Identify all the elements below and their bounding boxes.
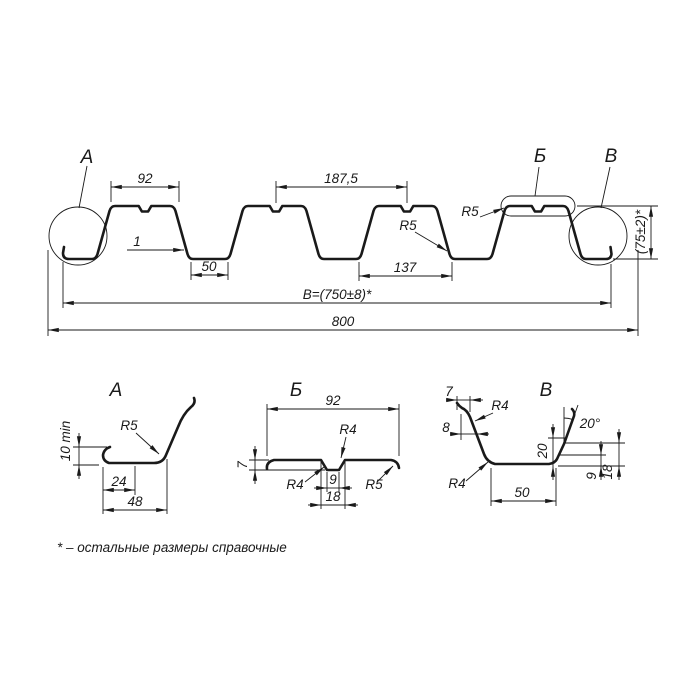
radius-label: R4	[286, 477, 303, 492]
detail-a-callout-circle	[48, 206, 108, 266]
dimension-text: 92	[325, 393, 341, 408]
dimension-92: 92	[266, 393, 400, 456]
radius-label: R5	[120, 418, 138, 433]
dimension-48: 48	[102, 459, 168, 514]
dimension-depth: 7	[235, 446, 325, 484]
dimension-24: 24	[102, 466, 136, 514]
leader-line	[414, 231, 448, 252]
detail-title: В	[540, 380, 553, 401]
dimension-pitch: 187,5	[275, 171, 408, 203]
radius-label: R4	[448, 476, 465, 491]
dimension-cover-width: B=(750±8)*	[62, 262, 612, 308]
radius-label: R5	[461, 204, 479, 219]
leader-line	[479, 207, 505, 218]
dimension-text: 187,5	[324, 171, 358, 186]
dimension-height: (75±2)*	[577, 205, 658, 260]
detail-view-a: А 10 min R5 24 48	[58, 380, 196, 514]
detail-a-outline	[101, 396, 196, 465]
footnote: * – остальные размеры справочные	[57, 540, 287, 555]
dimension-20: 20	[535, 424, 566, 480]
dimension-text: 20°	[579, 416, 601, 431]
dimension-7: 7	[445, 384, 483, 412]
leader-line	[340, 436, 347, 459]
dimension-text: 8	[442, 420, 450, 435]
angle-arc	[563, 417, 573, 420]
dimension-137: 137	[358, 260, 453, 281]
dimension-text: 50	[514, 485, 530, 500]
leader-line	[465, 461, 489, 482]
dimension-text: 137	[394, 260, 417, 275]
dimension-50: 50	[190, 259, 229, 280]
dimension-text: 48	[127, 494, 143, 509]
dimension-text: 7	[445, 384, 453, 399]
leader-line	[135, 432, 160, 455]
detail-v-callout-circle	[568, 206, 628, 266]
detail-view-v: В 7 R4 8 R4 20°	[442, 380, 625, 506]
dimension-8: 8	[442, 414, 489, 440]
dimension-text: 18	[325, 489, 341, 504]
dimension-groove-top: 18	[308, 462, 358, 509]
callout-label-v: В	[605, 146, 618, 167]
detail-b-callout-frame	[500, 195, 576, 217]
leader-line	[600, 166, 611, 209]
detail-v-outline	[455, 401, 576, 466]
dimension-92: 92	[110, 171, 180, 202]
dimension-thickness: 1	[127, 234, 185, 253]
dimension-overall: 800	[47, 250, 639, 336]
dimension-18: 18	[565, 429, 625, 480]
dimension-text: 800	[332, 314, 355, 329]
dimension-text: 10 min	[58, 421, 73, 462]
dimension-groove-bottom: 9	[314, 472, 352, 492]
dimension-text: 92	[137, 171, 153, 186]
radius-label: R5	[365, 477, 383, 492]
main-profile-view: А Б В 92 187,5 R5 R5 1	[47, 146, 658, 336]
leader-line	[376, 465, 394, 483]
radius-label: R4	[339, 422, 356, 437]
dimension-angle: 20°	[563, 404, 601, 444]
dimension-text: 9	[329, 472, 337, 487]
dimension-text: 7	[235, 461, 250, 469]
dimension-text: 24	[110, 474, 126, 489]
dimension-hem: 10 min	[58, 421, 107, 479]
dimension-text: 18	[600, 464, 615, 480]
dimension-text: 1	[133, 234, 141, 249]
callout-label-b: Б	[534, 146, 546, 167]
dimension-text: 50	[201, 259, 217, 274]
dimension-text: (75±2)*	[633, 209, 648, 254]
angle-reference-line	[573, 404, 579, 417]
leader-line	[78, 165, 88, 209]
leader-line	[474, 412, 494, 422]
callout-label-a: А	[80, 147, 94, 168]
radius-label: R4	[491, 398, 508, 413]
profile-outline	[61, 204, 613, 261]
dimension-text: 20	[535, 443, 550, 460]
dimension-text: B=(750±8)*	[303, 287, 372, 302]
dimension-50: 50	[490, 468, 557, 506]
detail-title: А	[109, 380, 123, 401]
detail-b-outline	[265, 458, 401, 472]
leader-line	[534, 166, 540, 197]
dimension-text: 9	[584, 472, 599, 480]
detail-title: Б	[290, 380, 302, 401]
radius-label: R5	[399, 218, 417, 233]
detail-view-b: Б 92 7 R4 R4 R5	[235, 380, 401, 509]
